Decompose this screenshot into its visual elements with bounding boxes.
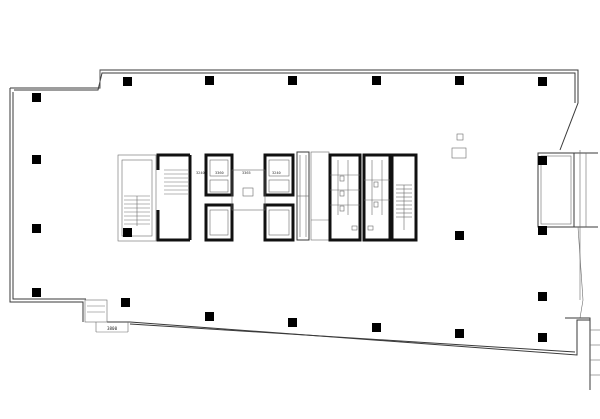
column <box>205 312 214 321</box>
dimension-label: 3800 <box>107 326 118 331</box>
column <box>455 329 464 338</box>
column <box>32 224 41 233</box>
column <box>455 231 464 240</box>
column <box>538 156 547 165</box>
toilet-stalls <box>330 160 390 231</box>
left-entrance: 3800 <box>84 299 129 333</box>
column <box>538 77 547 86</box>
structural-columns <box>32 76 547 342</box>
column <box>123 228 132 237</box>
column <box>538 292 547 301</box>
dimension-label: 3360 <box>215 171 224 175</box>
stair-right <box>396 184 412 230</box>
column <box>32 288 41 297</box>
building-outline <box>9 69 590 356</box>
right-annex <box>537 150 600 390</box>
column <box>32 93 41 102</box>
column <box>123 77 132 86</box>
dimension-label: 3365 <box>242 171 251 175</box>
column <box>32 155 41 164</box>
dimension-label: 3240 <box>196 171 205 175</box>
column <box>372 323 381 332</box>
column <box>288 76 297 85</box>
column <box>372 76 381 85</box>
column <box>288 318 297 327</box>
service-core: 3240 3360 3365 3240 <box>117 133 467 242</box>
stair-left <box>124 169 188 226</box>
column <box>455 76 464 85</box>
column <box>121 298 130 307</box>
dimension-label: 3240 <box>272 171 281 175</box>
column <box>205 76 214 85</box>
column <box>538 333 547 342</box>
column <box>538 226 547 235</box>
